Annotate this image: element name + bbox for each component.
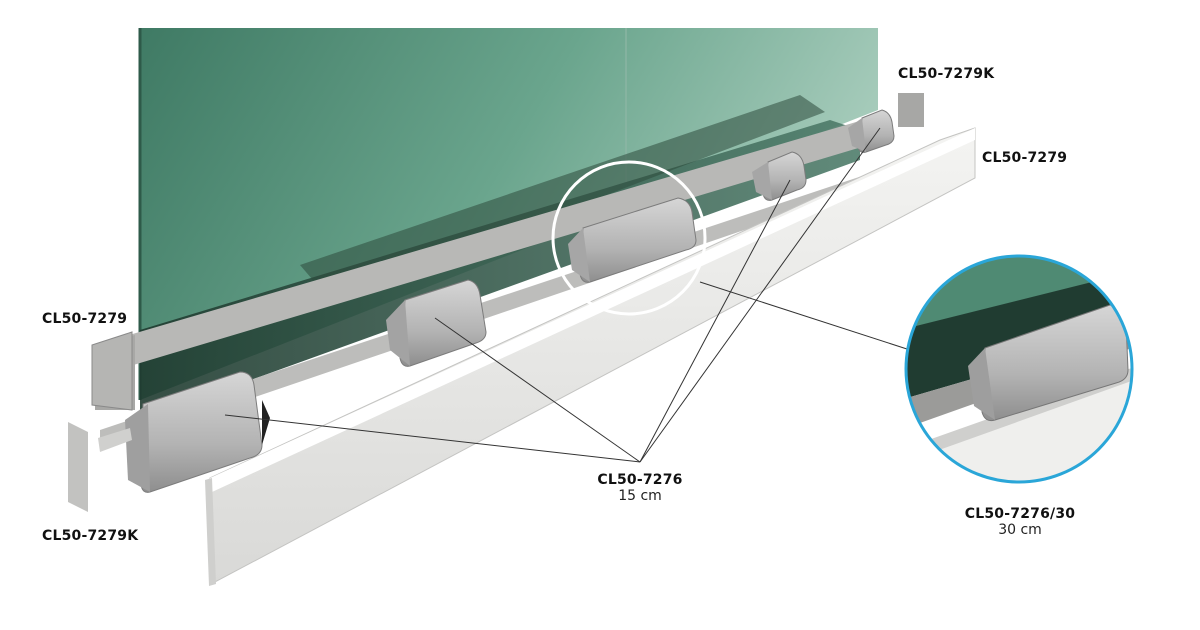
label-clamp-long: CL50-7276/30 30 cm	[950, 506, 1090, 538]
clamp-4	[752, 151, 807, 201]
detail-ring	[904, 254, 1134, 484]
clamp-5	[848, 109, 895, 153]
detail-zoom	[904, 254, 1134, 484]
label-clamp: CL50-7276 15 cm	[580, 472, 700, 504]
label-end-cap-bottom: CL50-7279K	[42, 528, 139, 544]
clamp-long-code: CL50-7276/30	[964, 506, 1076, 522]
clamp-size: 15 cm	[618, 488, 662, 504]
label-end-cap-top: CL50-7279K	[898, 66, 995, 82]
clamp-1	[125, 371, 270, 493]
end-cap-top	[898, 93, 924, 127]
label-profile-left: CL50-7279	[42, 311, 128, 327]
left-profile-piece	[91, 331, 133, 452]
label-profile-right: CL50-7279	[982, 150, 1068, 166]
clamp-3	[568, 197, 697, 283]
leader-lines	[224, 127, 911, 463]
cover-profile	[205, 127, 976, 586]
clamp-code: CL50-7276	[597, 472, 683, 488]
end-cap-bottom	[68, 422, 88, 512]
highlight-circle	[551, 160, 707, 316]
clamp-long-size: 30 cm	[998, 522, 1042, 538]
